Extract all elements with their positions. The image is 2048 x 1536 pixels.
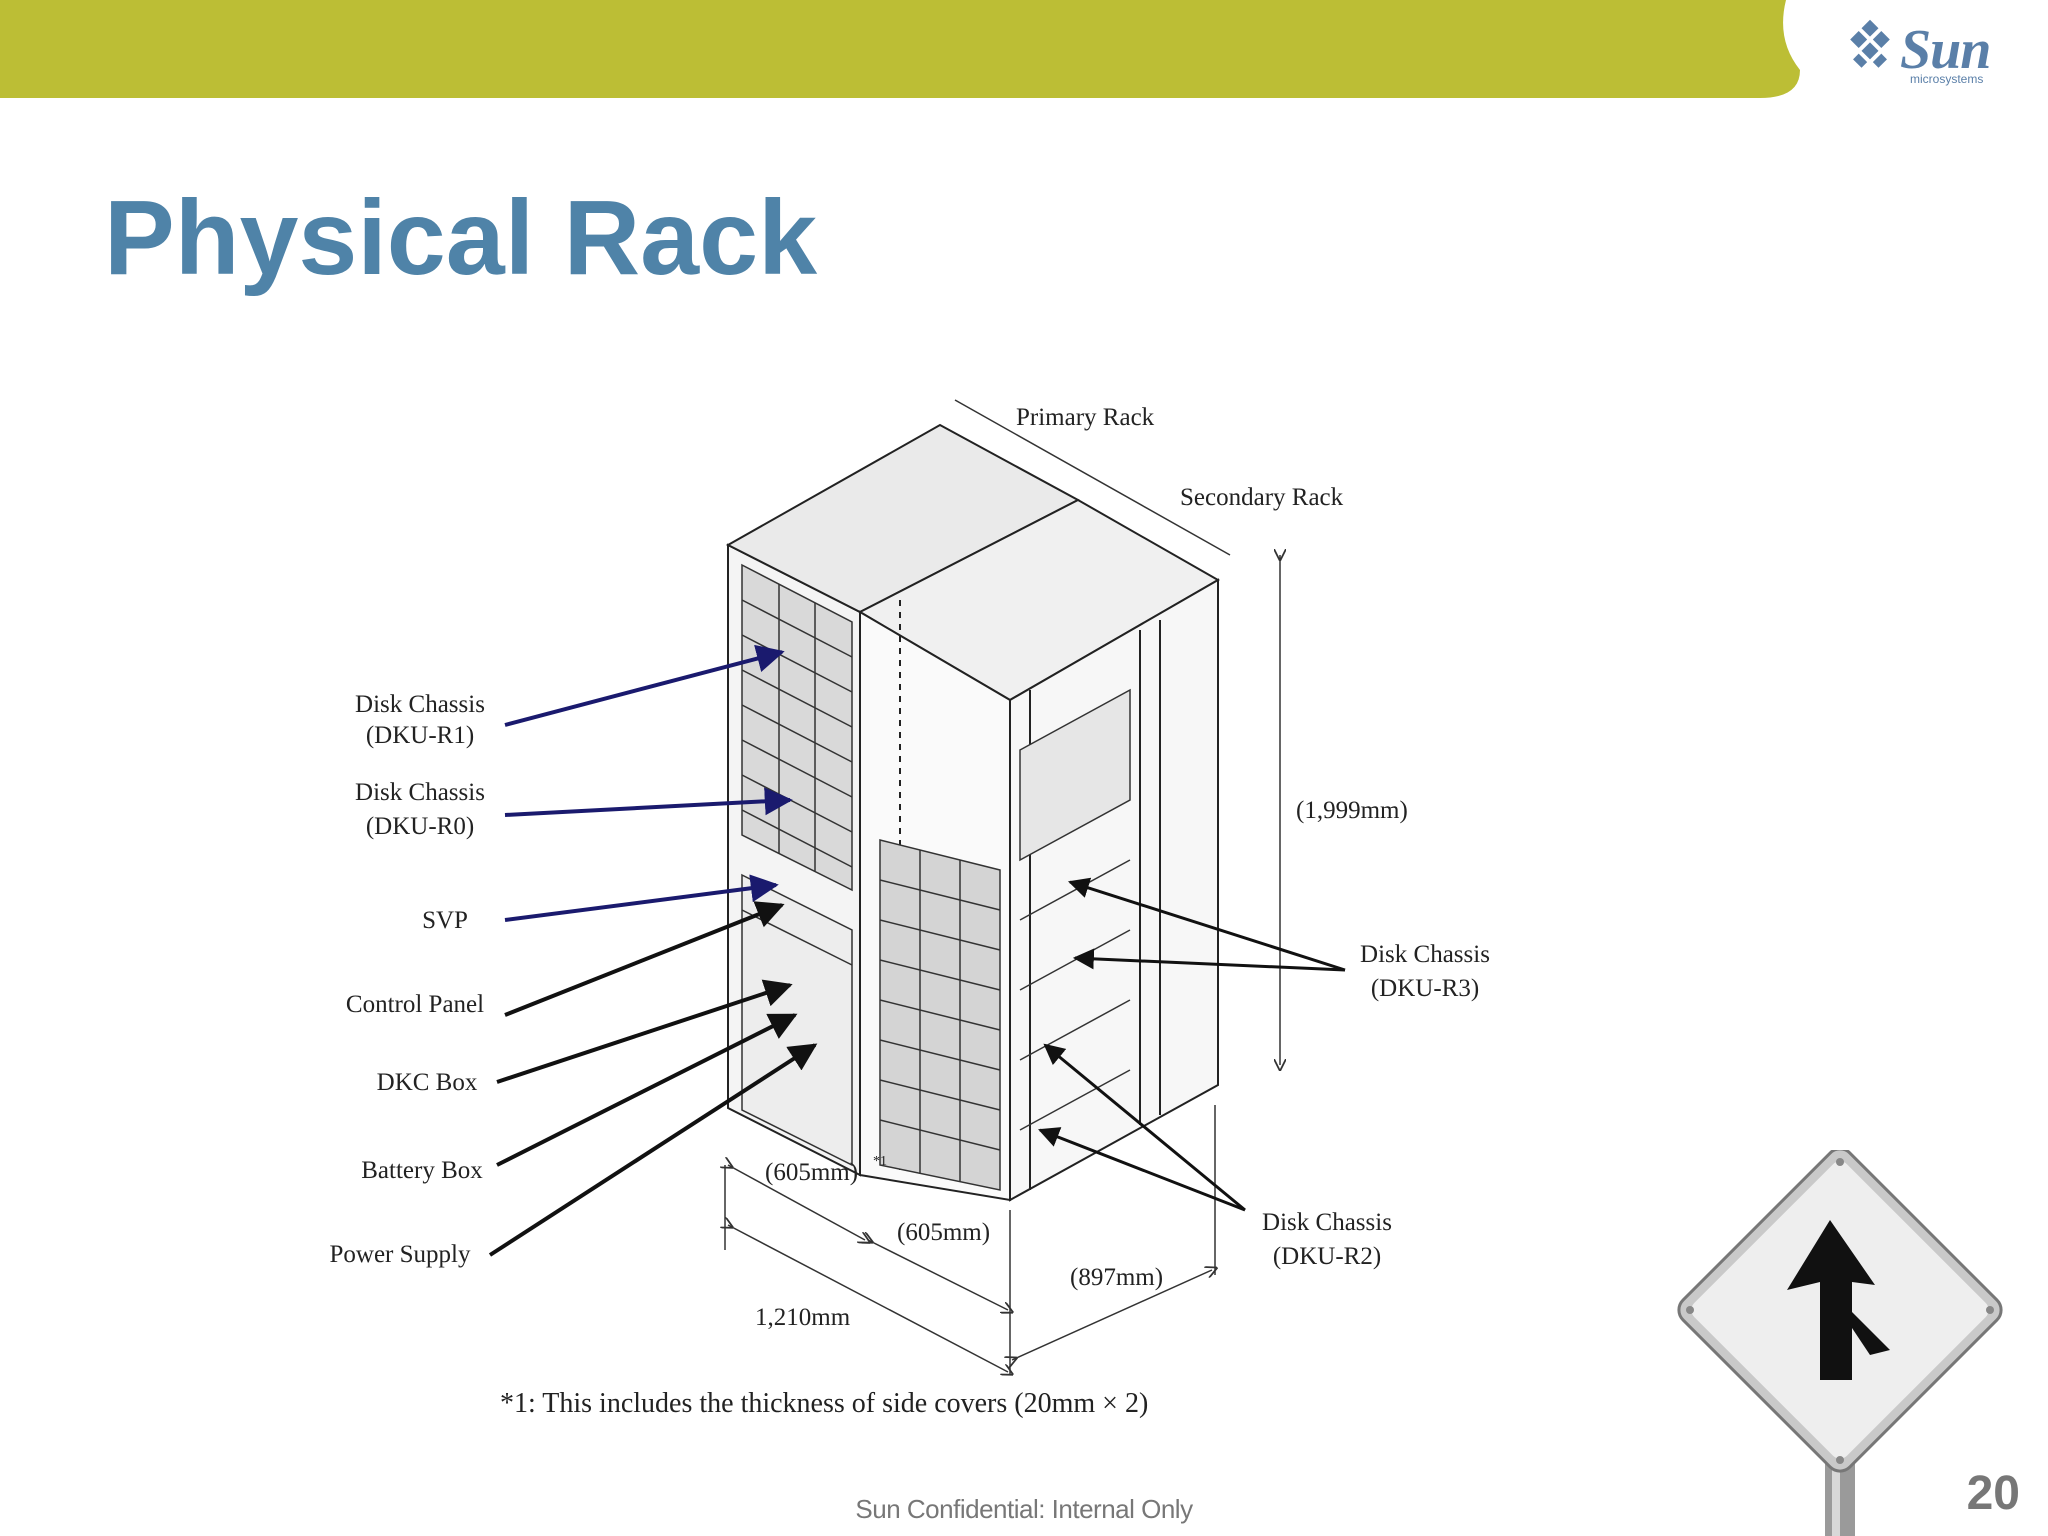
merge-arrow-icon [1787,1220,1890,1380]
label-dkc-box: DKC Box [377,1069,478,1096]
merge-sign [1677,1150,2003,1536]
label-power-supply: Power Supply [330,1241,471,1268]
header-bar [0,0,1800,98]
label-svp: SVP [422,907,468,934]
label-note-mark: *1 [873,1154,887,1169]
label-total-width: 1,210mm [755,1304,851,1331]
disk-grid-secondary [879,839,1001,1191]
label-disk-r2-name: Disk Chassis [1262,1209,1392,1236]
label-control-panel: Control Panel [346,991,484,1018]
label-width-a: (605mm) [765,1159,858,1186]
footer-confidential: Sun Confidential: Internal Only [855,1494,1193,1524]
label-primary-rack: Primary Rack [1016,404,1155,431]
label-disk-r1-name: Disk Chassis [355,691,485,718]
label-height: (1,999mm) [1296,797,1408,824]
label-disk-r0-code: (DKU-R0) [366,813,474,840]
label-disk-r3-code: (DKU-R3) [1371,975,1479,1002]
logo-wordmark: Sun [1900,19,1991,81]
label-disk-r0-name: Disk Chassis [355,779,485,806]
label-depth: (897mm) [1070,1264,1163,1291]
label-secondary-rack: Secondary Rack [1180,484,1344,511]
rack-diagram: Primary Rack Secondary Rack Disk Chassis… [330,399,1490,1395]
callout-arrows-right [1038,877,1346,1212]
sun-diamond-icon [1850,19,1890,68]
page-number: 20 [1966,1467,2020,1520]
label-battery-box: Battery Box [361,1157,483,1184]
label-disk-r2-code: (DKU-R2) [1273,1243,1381,1270]
label-disk-r3-name: Disk Chassis [1360,941,1490,968]
callout-arrows-left [488,644,818,1257]
label-disk-r1-code: (DKU-R1) [366,722,474,749]
sun-logo: Sun microsystems [1840,18,2020,88]
diagram-footnote: *1: This includes the thickness of side … [500,1388,1149,1419]
label-width-b: (605mm) [897,1219,990,1246]
slide-title: Physical Rack [104,179,818,297]
dimension-lines [725,399,1280,1375]
logo-subtext: microsystems [1910,72,1984,86]
